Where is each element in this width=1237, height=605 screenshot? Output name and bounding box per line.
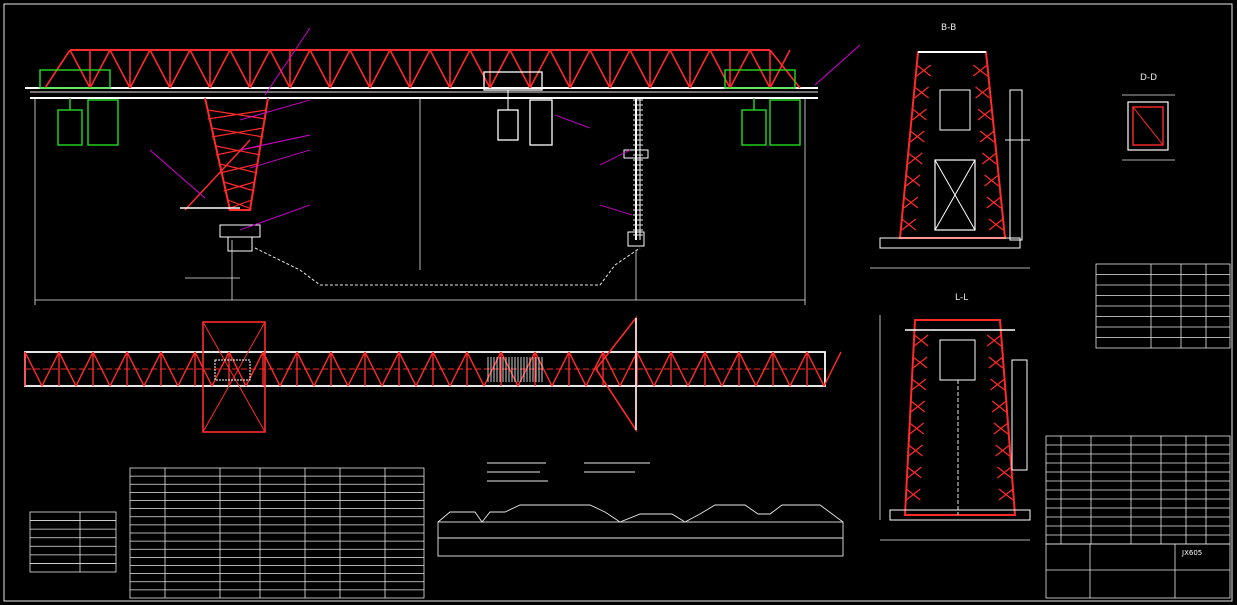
section-label-top: B-B xyxy=(941,23,956,33)
left-end-equipment xyxy=(39,69,119,146)
title-block xyxy=(1045,543,1231,599)
parts-list-table xyxy=(1045,435,1231,545)
section-label-bottom: L-L xyxy=(955,293,968,303)
front-elevation-view xyxy=(25,27,861,305)
side-elevation-l-l: L-L xyxy=(879,293,1031,541)
drawing-border xyxy=(3,3,1233,602)
left-small-table xyxy=(29,511,117,573)
side-elevation-b-b: B-B xyxy=(870,23,1030,269)
parameter-table xyxy=(129,467,425,599)
plan-view xyxy=(24,315,842,433)
right-end-equipment xyxy=(724,69,801,146)
left-leg xyxy=(204,97,269,211)
section-label-small: D-D xyxy=(1140,73,1157,83)
technical-notes xyxy=(487,462,650,482)
stockpile-profile xyxy=(437,504,844,557)
drawing-number: JX605 xyxy=(1181,549,1202,557)
section-d-d: D-D xyxy=(1122,73,1175,161)
performance-table xyxy=(1095,263,1231,349)
